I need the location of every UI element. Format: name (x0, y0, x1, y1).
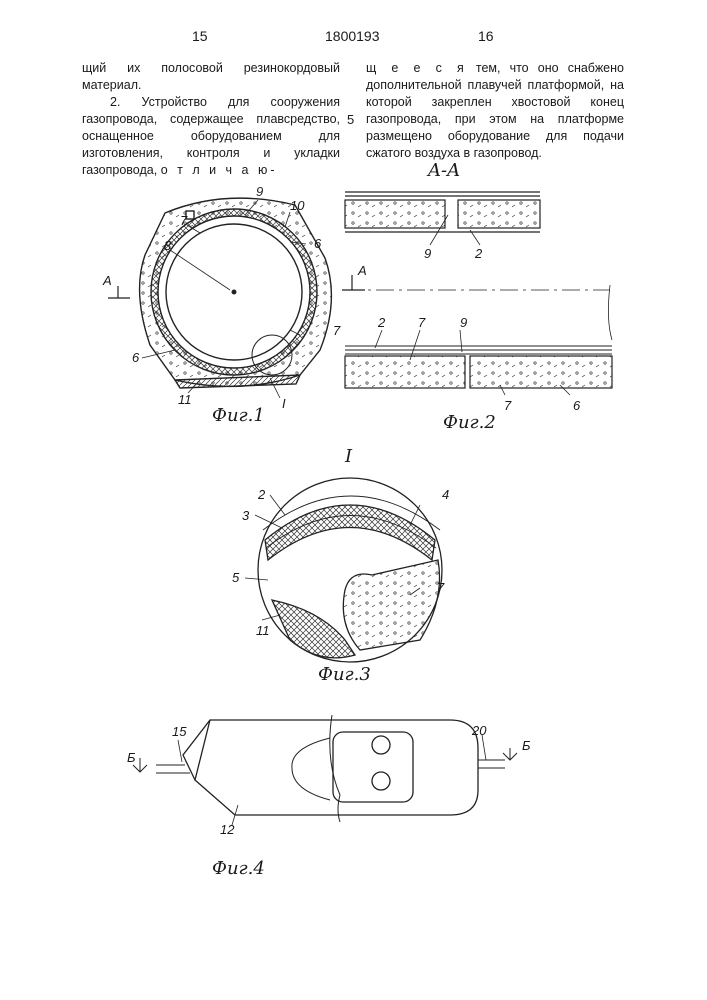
fig2-section-label-A: A (358, 263, 367, 278)
fig2-float-left (345, 356, 465, 388)
fig4-section-label-B-right: Б (522, 738, 530, 753)
fig4-valve-lower (372, 772, 390, 790)
fig4-dome (292, 738, 330, 800)
fig1-section-label-A: A (103, 273, 112, 288)
fig3-label-4: 4 (442, 487, 449, 502)
fig3-label-11: 11 (256, 623, 270, 638)
fig3-label-2: 2 (258, 487, 265, 502)
fig3-label-3: 3 (242, 508, 249, 523)
fig3-float-section (343, 560, 439, 650)
fig1-label-11: 11 (178, 392, 192, 407)
fig1-caption: Фиг.1 (212, 405, 265, 426)
fig1-label-7-top: 7 (180, 213, 187, 228)
fig4-label-12: 12 (220, 822, 234, 837)
fig3-caption: Фиг.3 (318, 664, 371, 685)
figure-2-drawing (342, 192, 612, 395)
fig4-caption: Фиг.4 (212, 858, 265, 879)
fig1-label-6-top: 6 (314, 236, 321, 251)
fig2-pipe-wall (345, 346, 612, 354)
fig2-section-upper-left (345, 200, 445, 228)
fig4-label-20: 20 (472, 723, 486, 738)
fig4-section-label-B-left: Б (127, 750, 135, 765)
fig4-section-markers (133, 748, 517, 772)
fig1-label-7-right: 7 (333, 323, 340, 338)
fig2-label-2-top: 2 (475, 246, 482, 261)
fig2-label-7: 7 (418, 315, 425, 330)
figure-4-drawing (133, 715, 517, 825)
fig4-bow (183, 720, 210, 780)
fig2-label-7-bottom: 7 (504, 398, 511, 413)
fig4-leader-lines (178, 735, 486, 825)
figure-1-drawing (108, 198, 331, 398)
fig3-label-5: 5 (232, 570, 239, 585)
fig2-float-right (470, 356, 612, 388)
fig2-break-line (608, 285, 612, 340)
fig3-label-7: 7 (437, 580, 444, 595)
fig3-ballast (272, 600, 355, 658)
fig4-break-line (330, 715, 340, 822)
fig1-detail-label-I: I (282, 396, 286, 411)
fig2-section-upper-right (458, 200, 540, 228)
fig4-valve-upper (372, 736, 390, 754)
fig3-detail-title: I (345, 446, 352, 467)
fig1-label-10: 10 (290, 198, 304, 213)
fig2-label-2: 2 (378, 315, 385, 330)
fig1-center (232, 290, 236, 294)
fig2-caption: Фиг.2 (443, 412, 496, 433)
figure-3-drawing (245, 478, 442, 662)
fig1-label-9: 9 (256, 184, 263, 199)
fig1-label-8: 8 (164, 238, 171, 253)
fig4-label-15: 15 (172, 724, 186, 739)
fig2-section-title: A-A (428, 160, 460, 181)
fig2-label-9: 9 (460, 315, 467, 330)
fig4-pipe-right (478, 760, 505, 768)
fig3-rubber-cord-layers (265, 505, 435, 560)
fig1-label-6-left: 6 (132, 350, 139, 365)
fig2-label-9-top: 9 (424, 246, 431, 261)
fig4-pipe-left (156, 765, 190, 773)
fig2-label-6: 6 (573, 398, 580, 413)
